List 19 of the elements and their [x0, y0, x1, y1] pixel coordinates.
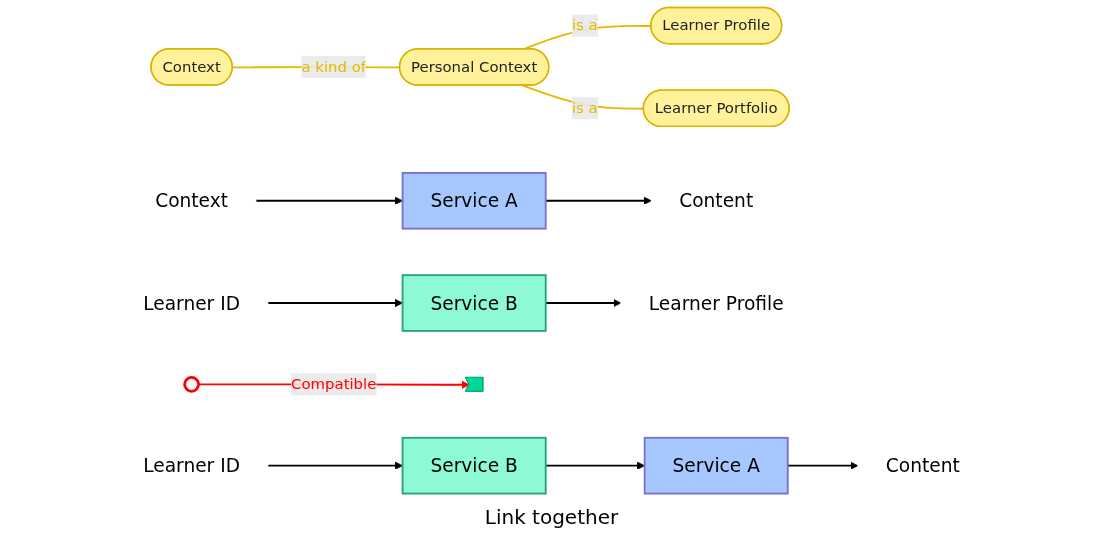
node-text: Learner ID: [143, 291, 240, 315]
edge-label: Compatible: [291, 375, 377, 393]
edge-label: is a: [571, 16, 598, 34]
node-text: Learner ID: [143, 454, 240, 477]
edge-label: is a: [571, 98, 598, 117]
node-circle: [183, 376, 200, 393]
node-text: Learner Profile: [648, 291, 784, 315]
arrow: [266, 461, 403, 470]
node-box: Service A: [401, 171, 547, 230]
note-text: Link together: [484, 505, 619, 529]
node-box: Service B: [401, 436, 547, 495]
node-box: Service B: [401, 274, 547, 332]
arrow: [255, 196, 403, 205]
node-text: Context: [155, 189, 229, 212]
edge-label: a kind of: [301, 57, 366, 76]
arrow: [266, 298, 403, 308]
node-text: Content: [679, 189, 754, 212]
node-box: Service A: [643, 436, 789, 495]
node-text: Content: [885, 454, 960, 477]
